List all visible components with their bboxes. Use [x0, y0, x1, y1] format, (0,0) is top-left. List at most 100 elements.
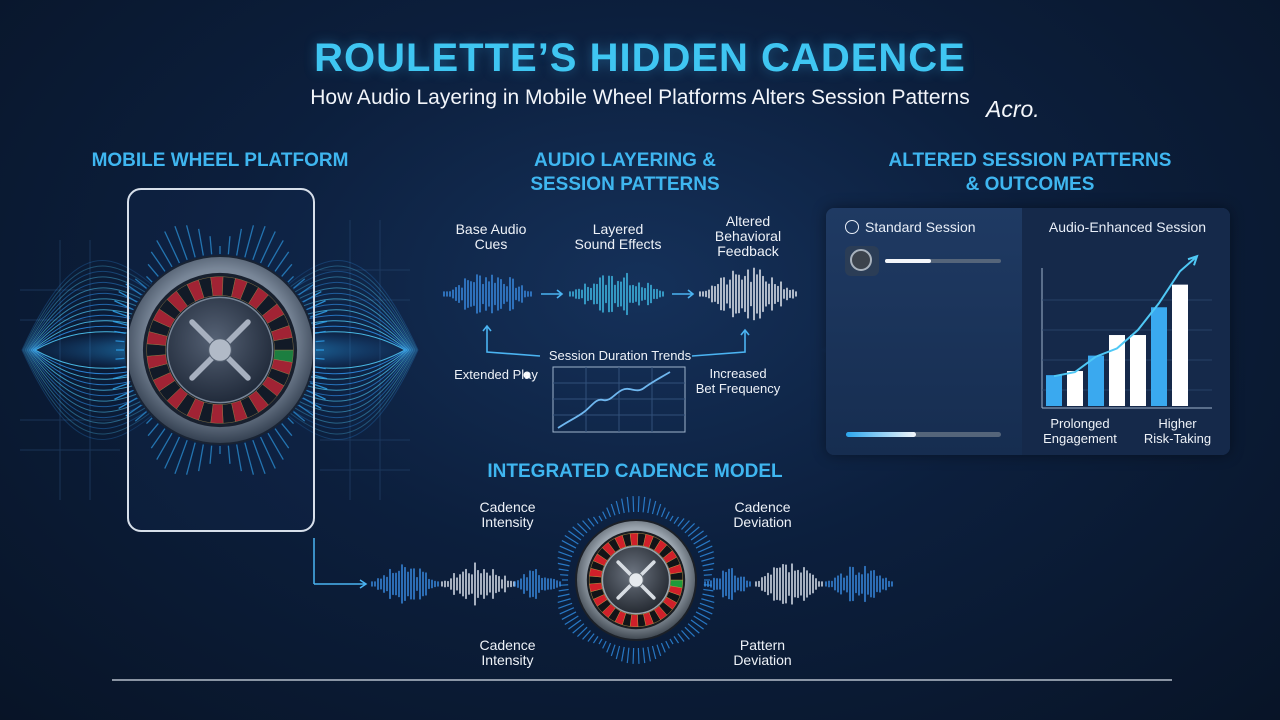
- ring-wave-stroke: [557, 598, 571, 604]
- ring-wave-stroke: [582, 630, 591, 640]
- phone-ring-wave: [198, 228, 204, 256]
- standard-session-header: Standard Session: [845, 218, 1015, 236]
- ring-wave-stroke: [560, 584, 569, 586]
- cadence-waveforms: [371, 562, 893, 606]
- ring-wave-stroke: [592, 516, 599, 524]
- label-line: Cadence: [734, 499, 791, 515]
- ring-wave-stroke: [693, 615, 708, 625]
- ring-wave-stroke: [559, 607, 575, 615]
- ring-wave-stroke: [697, 607, 713, 615]
- label-line: Pattern: [739, 637, 786, 653]
- ring-wave-stroke: [669, 515, 674, 522]
- ring-wave-stroke: [701, 598, 715, 604]
- ring-wave-stroke: [656, 503, 662, 516]
- audio-waveforms: [443, 267, 797, 321]
- label-line: Deviation: [733, 652, 792, 668]
- ring-wave-stroke: [558, 568, 569, 572]
- risk-taking-caption: Higher Risk-Taking: [1130, 416, 1225, 446]
- caption-line: Higher: [1158, 416, 1197, 431]
- ring-wave-stroke: [690, 530, 704, 541]
- trend-line: [557, 371, 671, 429]
- ring-wave-stroke: [602, 640, 607, 649]
- ring-wave-stroke: [626, 647, 630, 664]
- ring-wave-stroke: [647, 646, 651, 662]
- phone-ring-wave: [293, 278, 306, 289]
- phone-ring-wave: [198, 444, 204, 472]
- audio-title-line2: SESSION PATTERNS: [530, 174, 720, 195]
- cadence-label-bottom-right: Pattern Deviation: [715, 638, 810, 668]
- ring-wave-stroke: [632, 496, 635, 513]
- wheel-pocket: [589, 575, 602, 585]
- phone-ring-wave: [244, 225, 255, 258]
- phone-ring-wave: [302, 290, 322, 303]
- ring-wave-stroke: [621, 646, 625, 662]
- ring-wave-stroke: [703, 588, 714, 592]
- wheel-hub: [208, 338, 232, 362]
- caption-line: Prolonged: [1050, 416, 1110, 431]
- ring-wave-stroke: [660, 507, 666, 518]
- ring-wave-stroke: [606, 642, 612, 653]
- ring-wave-stroke: [702, 593, 715, 598]
- ring-wave-stroke: [558, 588, 569, 592]
- ring-wave-stroke: [568, 530, 582, 541]
- phone-ring-wave: [156, 240, 173, 268]
- ring-wave-stroke: [702, 562, 715, 567]
- phone-ring-wave: [274, 428, 290, 449]
- ring-wave-stroke: [561, 611, 577, 620]
- ring-wave-stroke: [587, 633, 595, 642]
- phone-ring-wave: [185, 225, 196, 258]
- wheel-pocket: [670, 571, 684, 581]
- phone-ring-wave: [209, 445, 213, 464]
- ring-wave-stroke: [673, 516, 680, 524]
- label-line: Cadence: [479, 637, 536, 653]
- ring-wave-stroke: [677, 633, 685, 642]
- phone-ring-wave: [312, 320, 328, 326]
- wheel-pocket: [273, 337, 294, 351]
- ring-wave-stroke: [651, 500, 657, 515]
- phone-ring-wave: [252, 439, 266, 475]
- phone-ring-wave: [134, 411, 147, 422]
- ring-wave-stroke: [559, 545, 575, 553]
- ring-wave-stroke: [637, 647, 640, 664]
- ring-wave-stroke: [606, 507, 612, 518]
- prolonged-engagement-caption: Prolonged Engagement: [1030, 416, 1130, 446]
- phone-ring-wave: [146, 417, 153, 424]
- ring-wave-stroke: [699, 602, 714, 609]
- wheel-hub: [628, 572, 644, 588]
- ring-wave-stroke: [615, 645, 621, 660]
- phone-ring-wave: [174, 225, 188, 261]
- phone-ring-wave: [227, 445, 231, 464]
- loop-right-head: [740, 328, 750, 336]
- phone-ring-wave: [112, 310, 131, 318]
- enhanced-session-label: Audio-Enhanced Session: [1048, 219, 1207, 235]
- phone-ring-wave: [185, 442, 196, 475]
- ring-wave-stroke: [693, 535, 708, 545]
- outcomes-title-line1: ALTERED SESSION PATTERNS: [888, 150, 1172, 171]
- cadence-label-top-left: Cadence Intensity: [460, 500, 555, 530]
- trend-label: Session Duration Trends: [548, 348, 692, 363]
- ring-wave-stroke: [687, 623, 700, 634]
- label-line: Intensity: [481, 514, 534, 530]
- ring-wave-stroke: [577, 523, 588, 534]
- ring-wave-stroke: [642, 647, 646, 664]
- loop-right: [691, 330, 746, 357]
- arrow-right-2: [672, 289, 695, 299]
- ring-wave-stroke: [687, 526, 700, 537]
- standard-session-label: Standard Session: [865, 219, 976, 235]
- ring-wave-stroke: [610, 503, 616, 516]
- ring-wave-stroke: [642, 496, 646, 513]
- phone-ring-wave: [112, 320, 128, 326]
- ring-wave-stroke: [669, 638, 674, 645]
- cadence-ring-waves: [557, 496, 715, 664]
- phone-ring-wave: [267, 432, 284, 460]
- ring-wave-stroke: [651, 645, 657, 660]
- ring-wave-stroke: [557, 593, 570, 598]
- phone-ring-wave: [147, 423, 159, 437]
- ring-wave-stroke: [656, 644, 662, 657]
- phone-ring-wave: [134, 278, 147, 289]
- phone-roulette-wheel: [125, 255, 315, 445]
- ring-wave-stroke: [647, 498, 651, 514]
- ring-wave-stroke: [637, 496, 640, 513]
- phone-ring-wave: [293, 411, 306, 422]
- loop-left: [486, 326, 541, 357]
